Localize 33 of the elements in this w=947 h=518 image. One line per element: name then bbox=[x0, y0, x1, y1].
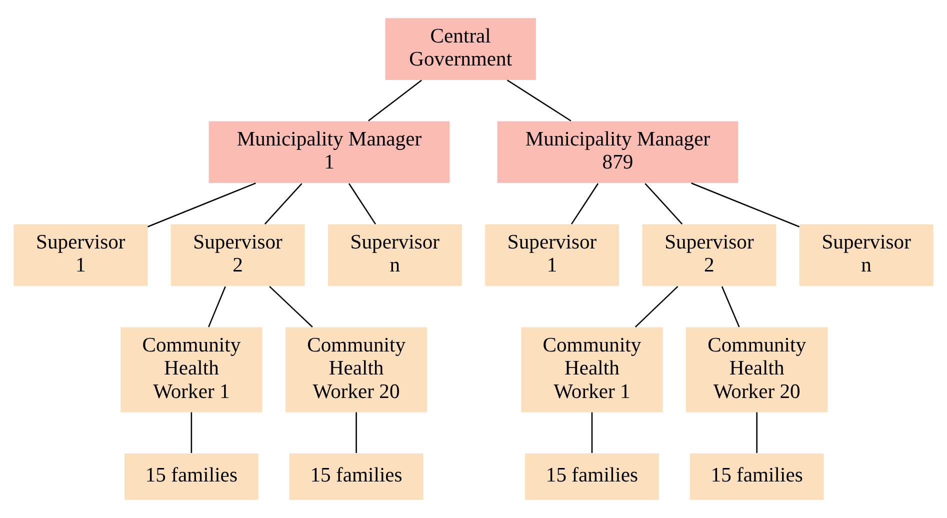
node-box: Municipality Manager 879 bbox=[497, 121, 738, 183]
node-box: Central Government bbox=[385, 18, 536, 80]
connector bbox=[368, 80, 422, 122]
node-box: Supervisor 2 bbox=[642, 224, 776, 286]
node-box: 15 families bbox=[289, 453, 424, 500]
node-box: Supervisor 2 bbox=[170, 224, 305, 286]
connector bbox=[634, 286, 678, 328]
connector bbox=[356, 412, 357, 454]
node-box: Supervisor n bbox=[799, 224, 934, 286]
connector bbox=[691, 182, 800, 228]
connector bbox=[506, 80, 572, 122]
node-box: Supervisor n bbox=[328, 224, 462, 286]
node-box: 15 families bbox=[124, 453, 258, 500]
node-box: Community Health Worker 20 bbox=[285, 327, 428, 412]
node-box: Community Health Worker 1 bbox=[120, 327, 262, 412]
connector bbox=[591, 412, 593, 454]
node-box: 15 families bbox=[690, 453, 824, 500]
connector bbox=[208, 286, 226, 328]
connector bbox=[644, 183, 683, 224]
connector bbox=[348, 183, 376, 224]
node-box: Community Health Worker 20 bbox=[686, 327, 828, 412]
connector bbox=[756, 412, 758, 454]
connector bbox=[147, 182, 256, 228]
node-box: Community Health Worker 1 bbox=[521, 327, 663, 412]
connector bbox=[190, 412, 192, 454]
connector bbox=[264, 183, 302, 224]
node-box: Supervisor 1 bbox=[14, 224, 148, 286]
connector bbox=[571, 183, 599, 224]
node-box: 15 families bbox=[525, 453, 659, 500]
node-box: Municipality Manager 1 bbox=[208, 121, 450, 183]
connector bbox=[269, 286, 313, 328]
node-box: Supervisor 1 bbox=[485, 224, 620, 286]
connector bbox=[721, 286, 740, 328]
